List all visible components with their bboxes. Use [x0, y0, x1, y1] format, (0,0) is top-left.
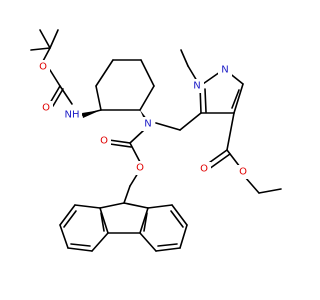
stereo-wedge-bond — [82, 110, 101, 118]
boc-carbonyl-oxygen-label: O — [42, 103, 50, 114]
carbamate-nitrogen-label: N — [144, 119, 151, 130]
boc-nh-label: NH — [65, 110, 80, 121]
ethyl-ester — [205, 112, 282, 194]
pyrazole-n1-label: N — [193, 81, 200, 92]
fmoc-ether-oxygen-label: O — [136, 163, 144, 174]
ester-carbonyl-oxygen-label: O — [200, 164, 208, 175]
boc-ether-oxygen-label: O — [39, 62, 47, 73]
pyrazole-n2-label: N — [221, 65, 228, 76]
ester-ether-oxygen-label: O — [239, 167, 247, 178]
fmoc-carbamate — [108, 129, 145, 204]
fmoc-carbonyl-oxygen-label: O — [100, 136, 108, 147]
chemical-structure: O O NH N O O N N O O — [30, 29, 282, 252]
tert-butyl-group — [30, 29, 59, 64]
fluorene-group — [59, 202, 188, 252]
atom-labels: O O NH N O O N N O O — [36, 60, 250, 179]
methylene-linker — [155, 112, 202, 131]
